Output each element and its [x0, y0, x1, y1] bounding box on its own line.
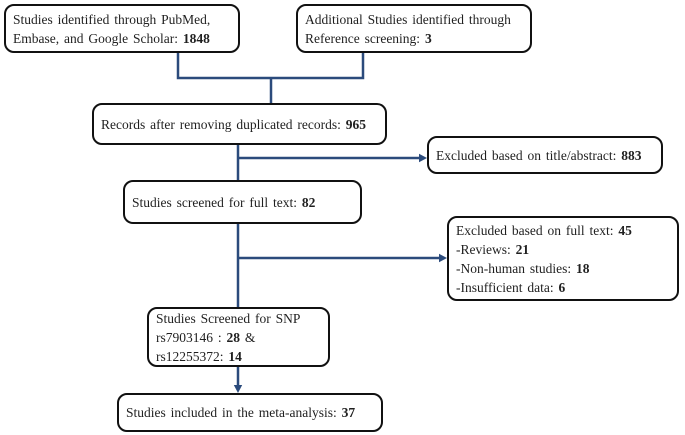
label-text: & — [240, 329, 256, 345]
count-value: 965 — [345, 116, 367, 132]
box-excluded-title-abstract: Excluded based on title/abstract: 883 — [427, 136, 663, 174]
label-text: Additional Studies identified through — [305, 11, 511, 27]
arrowhead-included-icon — [233, 385, 243, 393]
label-text: -Insufficient data: — [456, 279, 559, 295]
count-value: 14 — [228, 348, 242, 364]
box-line: rs7903146 : 28 & — [156, 328, 321, 347]
count-value: 37 — [341, 405, 356, 420]
box-line: Studies Screened for SNP — [156, 309, 321, 328]
count-value: 18 — [576, 260, 590, 276]
box-line: Excluded based on full text: 45 — [456, 221, 670, 240]
count-value: 28 — [226, 329, 241, 345]
box-line: Embase, and Google Scholar: 1848 — [13, 29, 231, 48]
count-value: 45 — [618, 222, 632, 238]
box-line: -Reviews: 21 — [456, 240, 670, 259]
label-text: Records after removing duplicated record… — [101, 116, 346, 132]
box-line: Additional Studies identified through — [305, 10, 523, 29]
box-additional-studies: Additional Studies identified through Re… — [296, 4, 532, 53]
box-line: Excluded based on title/abstract: 883 — [436, 146, 654, 165]
arrowhead-title-abstract-icon — [419, 153, 427, 163]
box-line: -Non-human studies: 18 — [456, 259, 670, 278]
box-line: rs12255372: 14 — [156, 347, 321, 366]
box-studies-screened-full-text: Studies screened for full text: 82 — [123, 180, 362, 224]
label-text: -Non-human studies: — [456, 260, 576, 276]
box-studies-included: Studies included in the meta-analysis: 3… — [117, 393, 383, 432]
label-text: -Reviews: — [456, 241, 516, 257]
count-value: 883 — [621, 147, 642, 163]
box-line: Studies screened for full text: 82 — [132, 193, 353, 212]
box-line: Records after removing duplicated record… — [101, 115, 378, 134]
box-records-deduplicated: Records after removing duplicated record… — [92, 103, 387, 145]
label-text: Excluded based on full text: — [456, 222, 619, 238]
label-text: Reference screening: — [305, 30, 425, 46]
box-line: Studies identified through PubMed, — [13, 10, 231, 29]
box-line: Reference screening: 3 — [305, 29, 523, 48]
label-text: Embase, and Google Scholar: — [13, 30, 183, 46]
count-value: 1848 — [182, 30, 210, 46]
count-value: 21 — [515, 241, 530, 257]
label-text: Studies identified through PubMed, — [13, 11, 211, 27]
label-text: Studies included in the meta-analysis: — [126, 405, 342, 420]
connector-top-merge — [176, 53, 365, 80]
box-studies-screened-snp: Studies Screened for SNP rs7903146 : 28 … — [147, 307, 330, 367]
label-text: Studies screened for full text: — [132, 194, 302, 210]
box-line: -Insufficient data: 6 — [456, 278, 670, 297]
box-excluded-full-text: Excluded based on full text: 45 -Reviews… — [447, 216, 679, 301]
count-value: 6 — [558, 279, 566, 295]
label-text: rs12255372: — [156, 348, 229, 364]
label-text: Studies Screened for SNP — [156, 310, 301, 326]
count-value: 3 — [424, 30, 432, 46]
box-studies-identified: Studies identified through PubMed, Embas… — [4, 4, 240, 53]
box-line: Studies included in the meta-analysis: 3… — [126, 403, 374, 422]
arrowhead-full-text-icon — [439, 253, 447, 263]
count-value: 82 — [301, 194, 316, 210]
label-text: Excluded based on title/abstract: — [436, 147, 622, 163]
label-text: rs7903146 : — [156, 329, 227, 345]
